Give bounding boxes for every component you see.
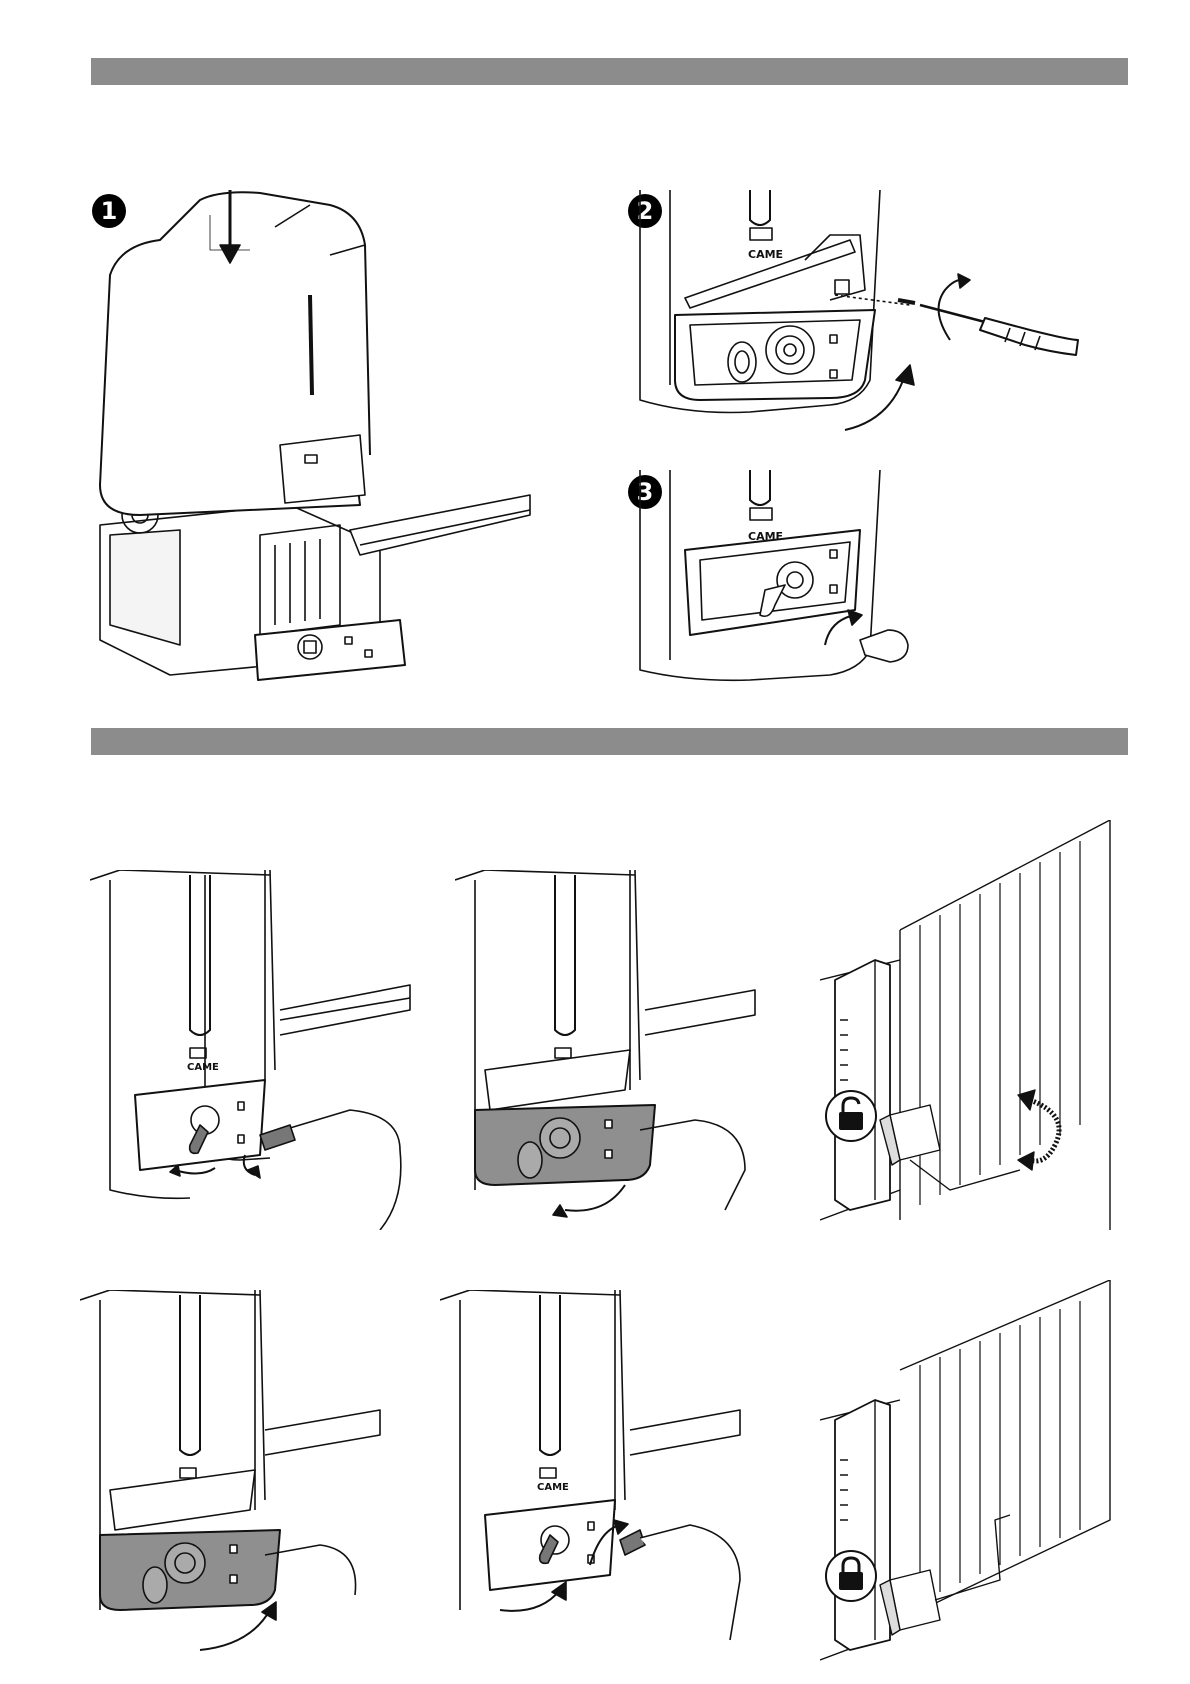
figure-step-2-unscrew-cover: CAME: [630, 190, 1120, 440]
figure-open-release-lever: CAME: [455, 870, 765, 1230]
section-header-bar-middle: [91, 728, 1128, 755]
figure-step-1-cover-removal: [80, 185, 540, 685]
brand-label: CAME: [748, 248, 783, 261]
figure-close-release-lever: CAME: [80, 1290, 420, 1660]
padlock-closed-icon: [825, 1550, 877, 1602]
figure-gate-automatic-locked: [820, 1280, 1130, 1670]
figure-gate-manual-unlocked: [820, 820, 1130, 1230]
figure-turn-release-key-back: CAME: [440, 1290, 780, 1660]
figure-step-3-remove-key: CAME: [630, 470, 940, 690]
brand-label: CAME: [537, 1482, 569, 1493]
figure-insert-release-key: CAME: [90, 870, 430, 1230]
brand-label: CAME: [187, 1062, 219, 1073]
section-header-bar-top: [91, 58, 1128, 85]
padlock-open-icon: [825, 1090, 877, 1142]
